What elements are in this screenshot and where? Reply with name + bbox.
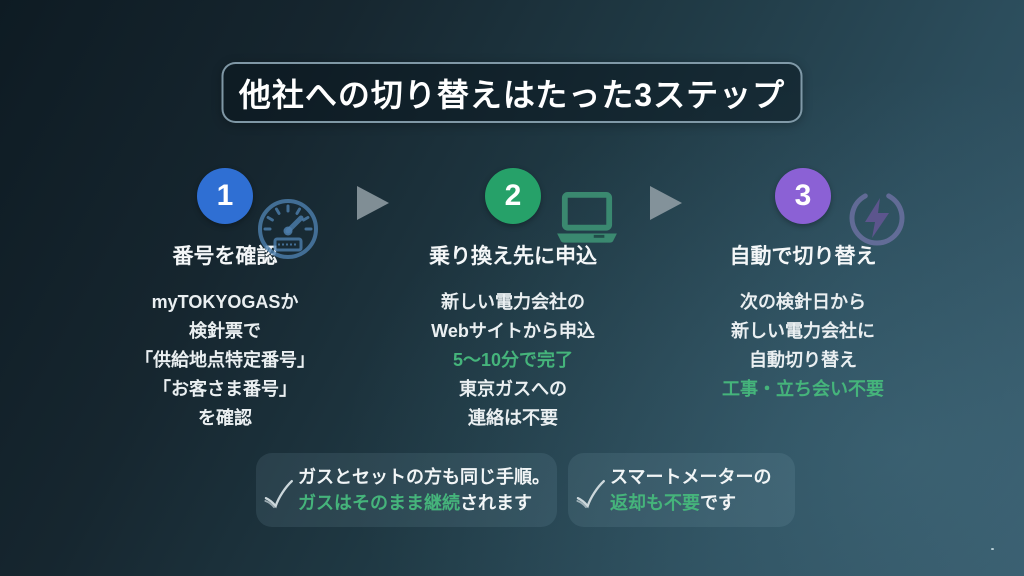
text-segment: です: [700, 493, 736, 513]
step-number: 1: [216, 179, 234, 212]
step-body-line: 自動切り替え: [653, 346, 953, 375]
accent-text: 工事・立ち会い不要: [722, 379, 884, 399]
text-segment: されます: [460, 493, 532, 513]
step-body-line: 検針票で: [75, 317, 375, 346]
text-segment: ガスとセットの方も同じ手順。: [298, 467, 550, 487]
step-body: 次の検針日から新しい電力会社に自動切り替え工事・立ち会い不要: [653, 288, 953, 404]
accent-text: ガスはそのまま継続: [298, 493, 460, 513]
text-segment: 新しい電力会社の: [441, 292, 585, 312]
text-segment: 新しい電力会社に: [731, 321, 875, 341]
text-segment: 次の検針日から: [740, 292, 866, 312]
step-heading: 番号を確認: [172, 245, 278, 268]
text-segment: 自動切り替え: [749, 350, 857, 370]
note-text: ガスとセットの方も同じ手順。ガスはそのまま継続されます: [298, 464, 550, 516]
step-body-line: Webサイトから申込: [363, 317, 663, 346]
step-number-badge: 3: [775, 168, 831, 224]
step-number-badge: 1: [197, 168, 253, 224]
note-line: 返却も不要です: [610, 490, 771, 516]
step-body-line: 「供給地点特定番号」: [75, 346, 375, 375]
step-body-line: 新しい電力会社に: [653, 317, 953, 346]
step-body: 新しい電力会社の Webサイトから申込 5〜10分で完了東京ガスへの連絡は不要: [363, 288, 663, 433]
gauge-icon: [254, 195, 322, 263]
note-1: ガスとセットの方も同じ手順。ガスはそのまま継続されます: [256, 453, 557, 527]
text-segment: を確認: [198, 408, 252, 428]
text-segment: 「供給地点特定番号」: [135, 350, 315, 370]
step-body-line: 「お客さま番号」: [75, 375, 375, 404]
arrow-right-icon: [650, 186, 682, 220]
dust-speck: [991, 548, 994, 550]
step-body-line: を確認: [75, 404, 375, 433]
step-body-line: 次の検針日から: [653, 288, 953, 317]
laptop-icon: [552, 192, 622, 246]
step-number-badge: 2: [485, 168, 541, 224]
check-icon: [262, 478, 297, 511]
note-line: スマートメーターの: [610, 464, 771, 490]
power-bolt-icon: [845, 186, 909, 250]
step-heading: 乗り換え先に申込: [429, 245, 597, 268]
text-segment: スマートメーターの: [610, 467, 772, 487]
note-line: ガスはそのまま継続されます: [298, 490, 550, 516]
text-segment: 東京ガスへの: [459, 379, 567, 399]
note-2: スマートメーターの返却も不要です: [568, 453, 795, 527]
step-body: myTOKYOGASか検針票で「供給地点特定番号」「お客さま番号」を確認: [75, 288, 375, 433]
step-body-line: 新しい電力会社の: [363, 288, 663, 317]
step-body-line: myTOKYOGASか: [75, 288, 375, 317]
note-line: ガスとセットの方も同じ手順。: [298, 464, 550, 490]
step-body-line: 工事・立ち会い不要: [653, 375, 953, 404]
check-icon: [574, 478, 609, 511]
step-2: 2 乗り換え先に申込新しい電力会社の Webサイトから申込 5〜10分で完了東京ガスへ…: [363, 168, 663, 433]
accent-text: 5〜10分で完了: [452, 350, 574, 370]
step-number: 3: [794, 179, 812, 212]
step-3: 3 自動で切り替え次の検針日から新しい電力会社に自動切り替え工事・立ち会い不要: [653, 168, 953, 404]
text-segment: 検針票で: [189, 321, 261, 341]
text-segment: Webサイトから申込: [431, 321, 595, 341]
text-segment: 「お客さま番号」: [153, 379, 297, 399]
step-body-line: 連絡は不要: [363, 404, 663, 433]
text-segment: 連絡は不要: [468, 408, 558, 428]
step-body-line: 5〜10分で完了: [363, 346, 663, 375]
step-number: 2: [504, 179, 522, 212]
step-1: 1 番号を確認 myTOKYOGASか検針票で「供給地点特定番号」「お客さま番号」を…: [75, 168, 375, 433]
step-heading: 自動で切り替え: [729, 245, 877, 268]
title-box: 他社への切り替えはたった3ステップ: [221, 62, 803, 123]
accent-text: 返却も不要: [610, 493, 700, 513]
step-body-line: 東京ガスへの: [363, 375, 663, 404]
text-segment: myTOKYOGASか: [151, 292, 299, 312]
note-text: スマートメーターの返却も不要です: [610, 464, 771, 516]
arrow-right-icon: [357, 186, 389, 220]
page-title: 他社への切り替えはたった3ステップ: [238, 76, 786, 113]
